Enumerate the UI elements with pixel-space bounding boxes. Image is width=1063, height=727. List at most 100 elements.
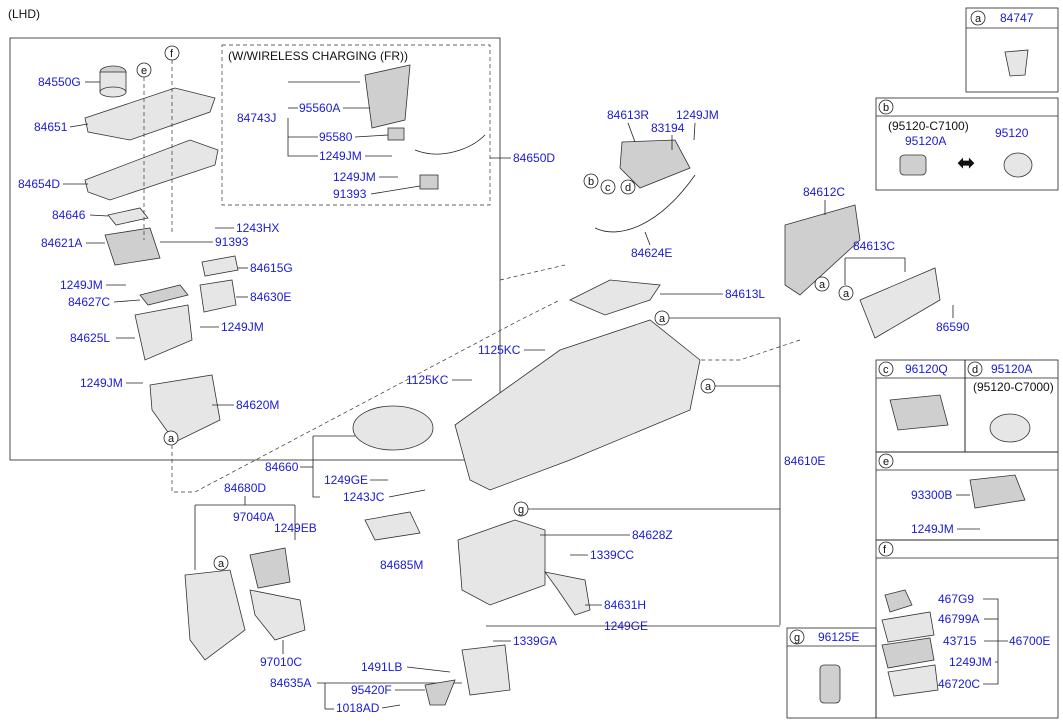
panel-f-item-2: 43715: [943, 634, 977, 648]
panel-b-part-right: 95120: [995, 126, 1029, 140]
svg-text:g: g: [794, 632, 800, 644]
housing-84620M: [149, 374, 221, 443]
panel-c-part: 96120Q: [905, 362, 948, 376]
label-95420F: 95420F: [351, 683, 392, 697]
front-panel-84680D: [184, 569, 246, 661]
svg-text:f: f: [170, 48, 174, 60]
label-84650D: 84650D: [513, 151, 555, 165]
label-1339GA: 1339GA: [513, 634, 557, 648]
label-1243HX: 1243HX: [236, 221, 279, 235]
panel-f-item-3: 1249JM: [949, 655, 992, 669]
box-84630E: [199, 279, 237, 313]
svg-text:b: b: [883, 102, 889, 114]
tray-84621A: [104, 227, 161, 266]
duct-97010C: [249, 589, 306, 641]
cover-46799A: [881, 611, 935, 643]
label-1249JM-c: 1249JM: [221, 320, 264, 334]
panel-a: [965, 7, 1059, 93]
panel-e-bolt: 1249JM: [911, 522, 954, 536]
side-cover-84613C: [859, 267, 941, 339]
panel-f-item-0: 467G9: [938, 592, 974, 606]
svg-text:a: a: [843, 288, 850, 300]
label-84624E: 84624E: [631, 246, 672, 260]
wireless-charging-frame: [221, 44, 491, 206]
label-91393-a: 91393: [215, 235, 249, 249]
panel-a-part: 84747: [1000, 11, 1034, 25]
label-84685M: 84685M: [380, 558, 423, 572]
label-1249JM-a: 1249JM: [60, 278, 103, 292]
label-1249JM-b: 1249JM: [80, 376, 123, 390]
panel-e-part: 93300B: [911, 488, 952, 502]
callout-a-left: [163, 430, 179, 446]
upper-console-frame: [9, 37, 501, 461]
clip-84747: [1004, 49, 1029, 77]
label-1249JM-e: 1249JM: [333, 170, 376, 184]
label-91393-b: 91393: [333, 187, 367, 201]
panel-b-sub: (95120-C7100): [888, 119, 969, 133]
svg-text:b: b: [588, 176, 594, 188]
label-84628Z: 84628Z: [632, 528, 673, 542]
bracket-95580: [387, 127, 405, 141]
label-1018AD: 1018AD: [336, 701, 380, 715]
pad-84685M: [364, 511, 421, 541]
label-84615G: 84615G: [250, 261, 293, 275]
usb-96125E: [819, 664, 841, 704]
panel-g: [786, 627, 877, 719]
switch-93300B: [969, 474, 1026, 509]
double-arrow-icon: ⬌: [957, 150, 975, 175]
cover-84651: [84, 87, 216, 141]
svg-text:a: a: [168, 433, 175, 445]
label-1249JM-d: 1249JM: [319, 149, 362, 163]
label-1243JC: 1243JC: [343, 490, 385, 504]
bracket-95420F: [424, 679, 456, 706]
storage-84628Z: [457, 519, 546, 606]
svg-text:e: e: [883, 456, 889, 468]
label-97040A: 97040A: [233, 510, 274, 524]
label-84660: 84660: [265, 460, 299, 474]
label-84620M: 84620M: [236, 398, 279, 412]
bracket-84635A: [461, 644, 511, 696]
panel-d-sub: (95120-C7000): [973, 380, 1054, 394]
label-86590: 86590: [936, 320, 970, 334]
svg-text:c: c: [605, 182, 611, 194]
svg-text:a: a: [705, 381, 712, 393]
label-84635A: 84635A: [270, 676, 311, 690]
vent-97040A: [249, 547, 291, 589]
mat-84627C: [139, 284, 189, 306]
svg-text:d: d: [972, 364, 978, 376]
svg-text:a: a: [819, 279, 826, 291]
label-84743J: 84743J: [237, 111, 276, 125]
label-84550G: 84550G: [38, 75, 81, 89]
svg-text:e: e: [141, 65, 147, 77]
armrest-84660: [352, 405, 434, 451]
board-43715: [881, 637, 935, 669]
label-97010C: 97010C: [260, 655, 302, 669]
connector-91393: [419, 174, 439, 190]
label-84631H: 84631H: [604, 598, 646, 612]
svg-text:g: g: [518, 504, 524, 516]
svg-text:f: f: [883, 544, 887, 556]
label-84654D: 84654D: [18, 177, 60, 191]
charger-95560A: [364, 64, 411, 129]
label-84621A: 84621A: [41, 236, 82, 250]
bracket-84631H: [544, 571, 591, 616]
label-84625L: 84625L: [70, 331, 110, 345]
panel-d-part: 95120A: [991, 362, 1032, 376]
label-84613C: 84613C: [853, 239, 895, 253]
socket-95120A-d: [989, 413, 1031, 443]
panel-b-part-left: 95120A: [905, 134, 946, 148]
label-83194: 83194: [651, 121, 685, 135]
panel-g-part: 96125E: [818, 630, 859, 644]
label-1125KC-a: 1125KC: [478, 343, 521, 357]
label-1249GE-a: 1249GE: [324, 473, 368, 487]
top-trim-84613L: [569, 279, 661, 316]
panel-f-item-4: 46720C: [938, 677, 980, 691]
wireless-heading: (W/WIRELESS CHARGING (FR)): [228, 49, 408, 63]
panel-f-assy: 46700E: [1009, 634, 1050, 648]
pad-84646: [107, 207, 149, 226]
label-1125KC-b: 1125KC: [406, 373, 449, 387]
svg-text:d: d: [625, 182, 631, 194]
mat-84615G: [201, 255, 239, 277]
label-84627C: 84627C: [68, 295, 110, 309]
